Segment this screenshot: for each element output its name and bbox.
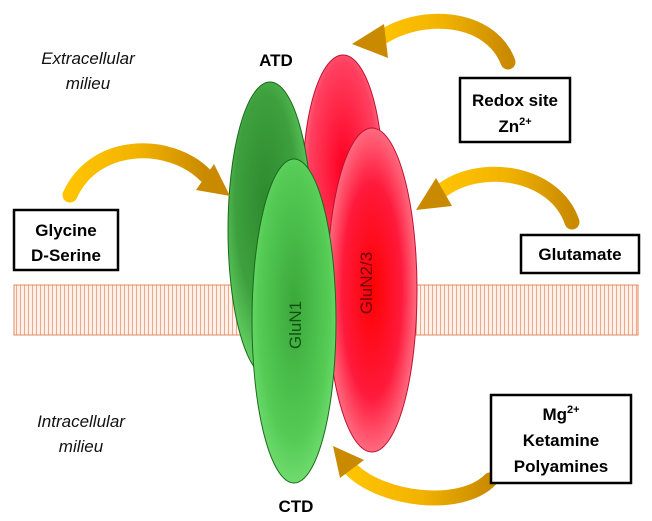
- glycine-serine-box: Glycine D-Serine: [12, 208, 120, 272]
- arrow-redox: [352, 13, 516, 70]
- ctd-label: CTD: [279, 497, 314, 516]
- mg-ketamine-box: Mg2+ Ketamine Polyamines: [489, 393, 633, 485]
- glycine-label: Glycine: [35, 221, 96, 240]
- arrow-glycine: [62, 143, 230, 203]
- glutamate-label: Glutamate: [538, 245, 621, 264]
- arrow-mg: [333, 446, 498, 506]
- intracellular-label-line2: milieu: [59, 437, 104, 456]
- intracellular-label-line1: Intracellular: [37, 412, 126, 431]
- arrow-glutamate: [416, 166, 580, 230]
- extracellular-label-line2: milieu: [66, 74, 111, 93]
- mg-label: Mg2+: [542, 404, 579, 424]
- redox-zn-box: Redox site Zn2+: [458, 76, 572, 144]
- polyamines-label: Polyamines: [514, 457, 609, 476]
- redox-label: Redox site: [472, 91, 558, 110]
- glun1-front-ellipse: [251, 158, 337, 484]
- zn-label: Zn2+: [498, 116, 531, 136]
- glutamate-box: Glutamate: [519, 233, 641, 275]
- extracellular-label-line1: Extracellular: [41, 49, 136, 68]
- d-serine-label: D-Serine: [31, 246, 101, 265]
- ketamine-label: Ketamine: [523, 431, 600, 450]
- atd-label: ATD: [259, 51, 293, 70]
- glun1-label: GluN1: [286, 301, 305, 349]
- glun2-label: GluN2/3: [357, 252, 376, 314]
